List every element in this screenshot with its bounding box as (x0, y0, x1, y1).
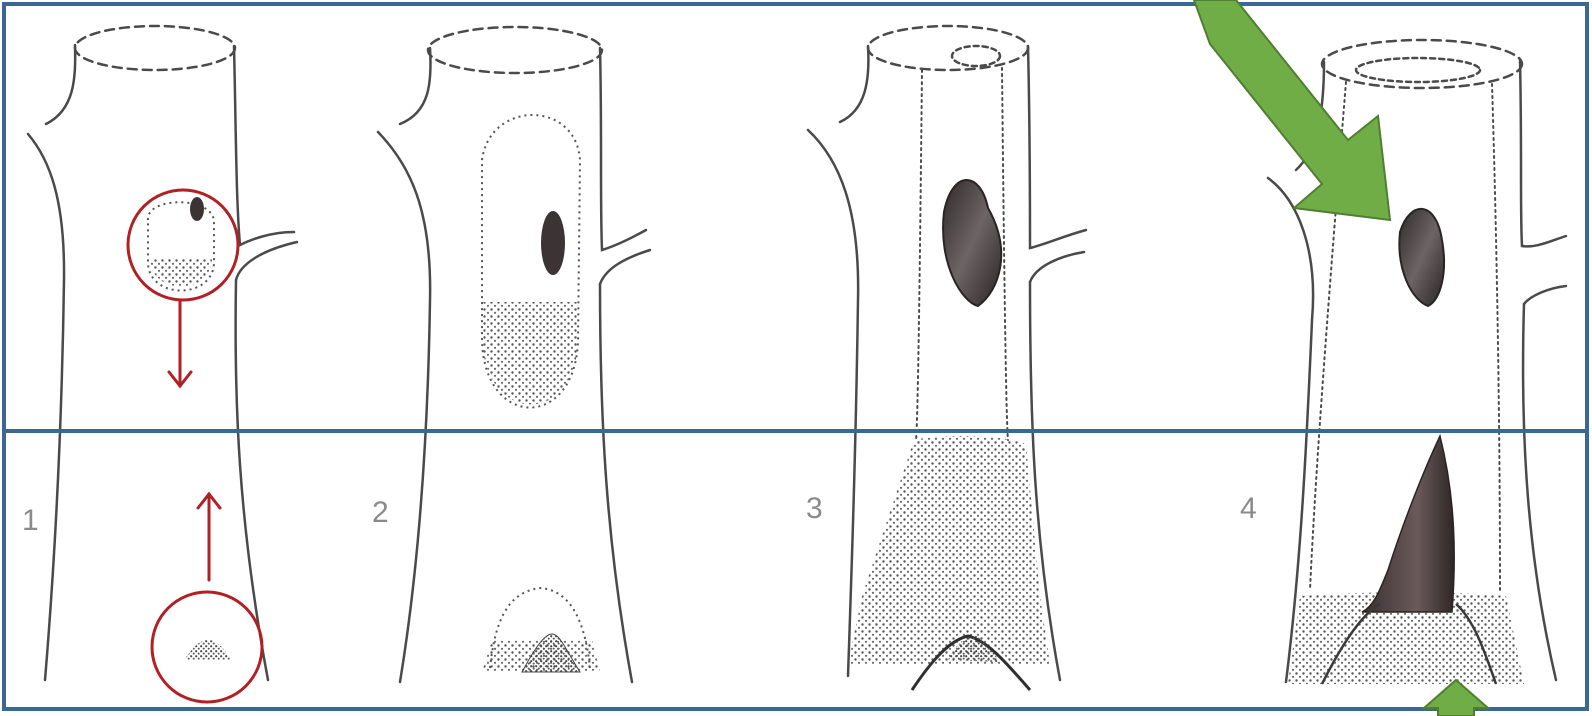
decay-pocket-2 (482, 115, 580, 408)
arrow-up-icon (198, 494, 220, 580)
panel-1: 1 (22, 26, 297, 702)
decay-base-2 (482, 588, 600, 672)
panel-2: 2 (372, 27, 650, 682)
decay-pocket-1 (148, 197, 214, 291)
arrow-down-right-icon (1194, 0, 1390, 220)
decay-column-4 (1288, 209, 1524, 684)
tree-trunk-1 (28, 26, 297, 680)
arrow-down-icon (169, 301, 191, 386)
panel-number-1: 1 (22, 504, 39, 537)
decay-base-1 (184, 640, 232, 660)
decay-column-3 (848, 180, 1050, 690)
panel-number-2: 2 (372, 496, 389, 529)
panel-3: 3 (806, 26, 1086, 690)
panel-number-4: 4 (1240, 492, 1257, 525)
panel-number-3: 3 (806, 492, 823, 525)
